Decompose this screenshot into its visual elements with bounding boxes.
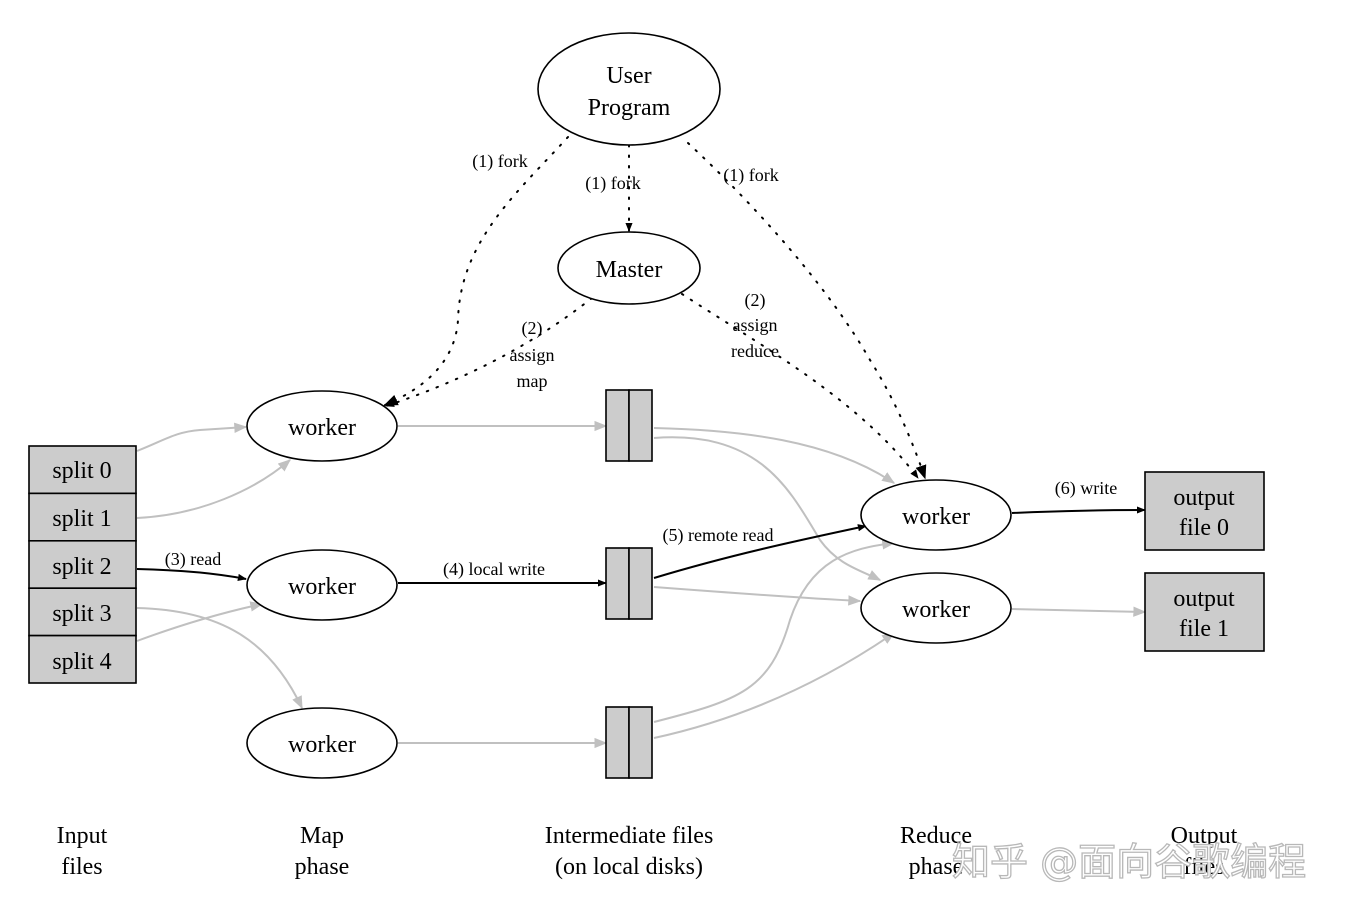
remote-read-edge <box>653 524 867 579</box>
output-file-0: output file 0 <box>1144 471 1265 551</box>
worker-label: worker <box>902 597 970 623</box>
assign-reduce-label-line3: reduce <box>731 341 779 361</box>
phase-label-output-line1: Output <box>1171 823 1238 849</box>
split-box <box>28 634 137 684</box>
edge-file3-reducer1 <box>653 539 896 723</box>
assign-map-label-line1: (2) <box>522 318 543 339</box>
split-label: split 0 <box>52 458 111 484</box>
write-label: (6) write <box>1055 478 1117 499</box>
phase-label-intermediate-line1: Intermediate files <box>545 823 714 849</box>
output-file-1: output file 1 <box>1144 572 1265 652</box>
map-worker-3: worker <box>246 707 398 779</box>
edge-file3-reducer2 <box>653 632 896 739</box>
edge-split0-worker1 <box>136 422 248 452</box>
split-label: split 2 <box>52 554 111 580</box>
phase-label-reduce-line1: Reduce <box>900 823 972 849</box>
assign-reduce-label-line2: assign <box>733 315 778 335</box>
assign-map-edge <box>385 297 593 407</box>
split-box <box>28 445 137 495</box>
map-worker-1: worker <box>246 390 398 462</box>
phase-label-map-line1: Map <box>300 823 344 849</box>
assign-reduce-edge <box>681 293 919 479</box>
assign-reduce-label-line1: (2) <box>745 290 766 311</box>
fork-edge-left <box>383 136 569 406</box>
output-label-line1: output <box>1173 485 1235 511</box>
master-node: Master <box>557 231 701 305</box>
fork-label-right: (1) fork <box>723 165 778 186</box>
output-label-line2: file 0 <box>1179 515 1229 541</box>
reduce-worker-2: worker <box>860 572 1012 644</box>
intermediate-file-3 <box>605 706 653 779</box>
edge-split4-worker2 <box>136 601 264 642</box>
fork-edge-right <box>687 142 927 480</box>
edge-file1-reducer2 <box>653 436 882 581</box>
intermediate-file-2 <box>605 547 653 620</box>
worker-label: worker <box>902 504 970 530</box>
worker-label: worker <box>288 732 356 758</box>
write-edge <box>1011 506 1146 514</box>
output-label-line1: output <box>1173 586 1235 612</box>
remote-read-label: (5) remote read <box>663 525 774 546</box>
phase-label-input-line2: files <box>61 854 102 880</box>
edge-split3-worker3 <box>136 607 303 710</box>
user-program-node: User Program <box>537 32 721 146</box>
fork-label-left: (1) fork <box>472 151 527 172</box>
phase-label-reduce-line2: phase <box>909 854 964 880</box>
user-program-label-line1: User <box>606 63 651 89</box>
edge-split1-worker1 <box>136 459 291 519</box>
edge-reducer2-output1 <box>1011 606 1147 617</box>
worker-label: worker <box>288 574 356 600</box>
split-label: split 3 <box>52 601 111 627</box>
edge-file1-reducer1 <box>653 427 896 484</box>
split-label: split 1 <box>52 506 111 532</box>
assign-map-label-line2: assign <box>510 345 555 365</box>
split-label: split 4 <box>52 649 111 675</box>
fork-label-center: (1) fork <box>585 173 640 194</box>
phase-label-map-line2: phase <box>295 854 350 880</box>
input-splits: split 0 split 1 split 2 split 3 split 4 <box>28 445 137 684</box>
read-label: (3) read <box>165 549 221 570</box>
user-program-label-line2: Program <box>588 95 671 121</box>
phase-labels: Input files Map phase Intermediate files… <box>57 823 1238 880</box>
worker-label: worker <box>288 415 356 441</box>
output-label-line2: file 1 <box>1179 616 1229 642</box>
master-label: Master <box>596 257 663 283</box>
edge-file2-reducer2 <box>653 586 862 606</box>
phase-label-output-line2: files <box>1183 854 1224 880</box>
read-edge <box>136 568 247 581</box>
watermark: 知乎 @面向谷歌编程 <box>952 840 1306 884</box>
map-worker-2: worker <box>246 549 398 621</box>
local-write-label: (4) local write <box>443 559 545 580</box>
phase-label-intermediate-line2: (on local disks) <box>555 854 703 880</box>
intermediate-file-1 <box>605 389 653 462</box>
phase-label-input-line1: Input <box>57 823 108 849</box>
reduce-worker-1: worker <box>860 479 1012 551</box>
assign-map-label-line3: map <box>517 371 548 391</box>
